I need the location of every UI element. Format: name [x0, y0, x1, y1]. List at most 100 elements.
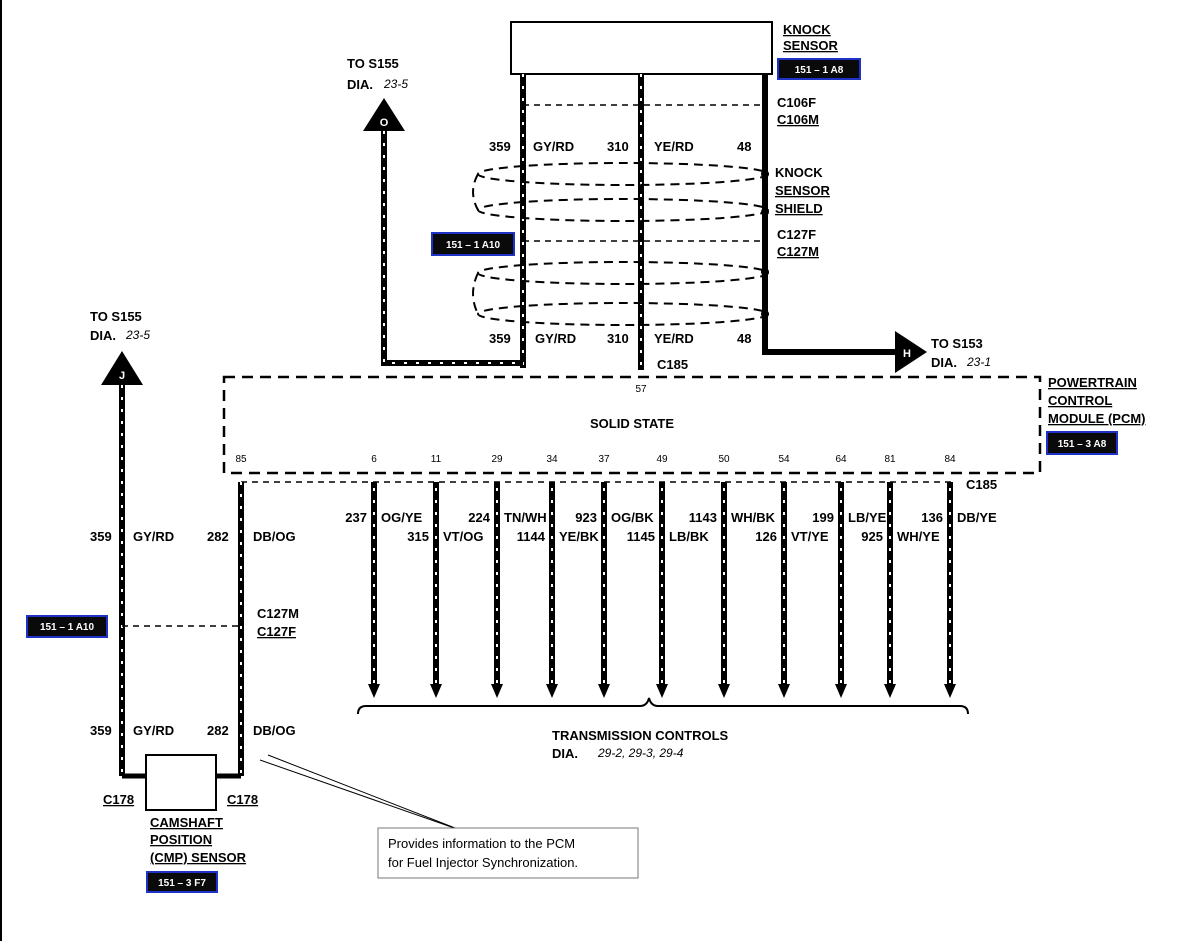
- left-wire-282-color-lower: DB/OG: [253, 723, 296, 738]
- knock-sensor-label-2: SENSOR: [783, 38, 839, 53]
- transmission-controls-dia: DIA.: [552, 746, 578, 761]
- arrow-down-icon: [546, 684, 558, 698]
- shield-upper: [472, 162, 769, 222]
- pcm-pin-64: 64: [835, 454, 847, 465]
- knock-sensor-ref-badge[interactable]: 151 – 1 A8: [777, 58, 861, 80]
- marker-j-letter: J: [119, 370, 125, 382]
- to-s155-left-dia-num: 23-5: [125, 328, 150, 342]
- left-wire-359-num: 359: [90, 529, 112, 544]
- transmission-wire-color: YE/BK: [559, 529, 599, 544]
- pcm-ref-text: 151 – 3 A8: [1058, 439, 1107, 450]
- connector-o-marker[interactable]: O: [363, 98, 405, 131]
- shield-dot: [761, 170, 769, 178]
- to-s155-top-dia-num: 23-5: [383, 77, 408, 91]
- wire-to-s153: [762, 320, 900, 355]
- wire-359-num: 359: [489, 139, 511, 154]
- cmp-label-2: POSITION: [150, 832, 212, 847]
- to-s155-left-label: TO S155: [90, 309, 142, 324]
- left-wire-282-color: DB/OG: [253, 529, 296, 544]
- ref-badge-a10-left[interactable]: 151 – 1 A10: [26, 615, 108, 638]
- arrow-down-icon: [718, 684, 730, 698]
- wire-48-num-lower: 48: [737, 331, 751, 346]
- cmp-label-1: CAMSHAFT: [150, 815, 223, 830]
- connector-j-marker[interactable]: J: [101, 351, 143, 385]
- left-wire-282-num-lower: 282: [207, 723, 229, 738]
- arrow-down-icon: [778, 684, 790, 698]
- shield-dot: [761, 310, 769, 318]
- to-s153-label: TO S153: [931, 336, 983, 351]
- cmp-sensor-box: [145, 754, 217, 811]
- transmission-wire-num: 1145: [627, 529, 655, 544]
- transmission-wire-color: DB/YE: [957, 510, 997, 525]
- transmission-wire-color: LB/YE: [848, 510, 887, 525]
- shield-lower: [472, 261, 769, 326]
- pcm-pin-29: 29: [491, 454, 503, 465]
- connector-c127m-left: C127M: [257, 606, 299, 621]
- transmission-wire-color: LB/BK: [669, 529, 709, 544]
- transmission-wire-num: 224: [468, 510, 490, 525]
- connector-h-marker[interactable]: H: [895, 331, 927, 373]
- pcm-pin-85: 85: [235, 454, 247, 465]
- pcm-label-2: CONTROL: [1048, 393, 1112, 408]
- arrow-down-icon: [598, 684, 610, 698]
- wire-48-num: 48: [737, 139, 751, 154]
- pcm-pin-34: 34: [546, 454, 558, 465]
- pcm-solid-state: SOLID STATE: [590, 416, 674, 431]
- shield-label-3: SHIELD: [775, 201, 823, 216]
- to-s153-dia-num: 23-1: [966, 355, 991, 369]
- note-line-2: for Fuel Injector Synchronization.: [388, 855, 578, 870]
- transmission-wire-num: 315: [407, 529, 429, 544]
- transmission-wire-color: TN/WH: [504, 510, 547, 525]
- connector-c185-top: C185: [657, 357, 688, 372]
- shield-dot: [761, 208, 769, 216]
- knock-sensor-wires: [520, 74, 768, 370]
- connector-c178-left: C178: [103, 792, 134, 807]
- note-box: [377, 827, 639, 879]
- pcm-pin-6: 6: [371, 454, 377, 465]
- transmission-brace: [357, 697, 969, 715]
- arrow-down-icon: [944, 684, 956, 698]
- arrow-down-icon: [491, 684, 503, 698]
- arrow-down-icon: [835, 684, 847, 698]
- transmission-wire-num: 136: [921, 510, 943, 525]
- to-s155-top-label: TO S155: [347, 56, 399, 71]
- transmission-wire-color: WH/YE: [897, 529, 940, 544]
- cmp-ref-badge[interactable]: 151 – 3 F7: [146, 871, 218, 893]
- transmission-controls-title: TRANSMISSION CONTROLS: [552, 728, 729, 743]
- knock-sensor-ref-text: 151 – 1 A8: [795, 65, 844, 76]
- transmission-wire-num: 923: [575, 510, 597, 525]
- shield-label-2: SENSOR: [775, 183, 831, 198]
- left-wire-359-num-lower: 359: [90, 723, 112, 738]
- pcm-pin-50: 50: [718, 454, 730, 465]
- transmission-wires: [368, 482, 956, 698]
- pcm-pin-84: 84: [944, 454, 956, 465]
- to-s153-dia: DIA.: [931, 355, 957, 370]
- left-wire-359-color: GY/RD: [133, 529, 174, 544]
- marker-h-letter: H: [903, 348, 911, 360]
- wire-310-color-lower: YE/RD: [654, 331, 694, 346]
- note-leader-line: [267, 754, 456, 829]
- arrow-down-icon: [430, 684, 442, 698]
- wire-to-s155-top: [381, 131, 523, 366]
- left-wire-359-color-lower: GY/RD: [133, 723, 174, 738]
- transmission-wire-num: 199: [812, 510, 834, 525]
- to-s155-top-dia: DIA.: [347, 77, 373, 92]
- cmp-label-3: (CMP) SENSOR: [150, 850, 247, 865]
- connector-c106f: C106F: [777, 95, 816, 110]
- wire-359-color: GY/RD: [533, 139, 574, 154]
- note-line-1: Provides information to the PCM: [388, 836, 575, 851]
- ref-badge-a10-top[interactable]: 151 – 1 A10: [431, 232, 515, 256]
- shield-label-1: KNOCK: [775, 165, 823, 180]
- arrow-down-icon: [368, 684, 380, 698]
- arrow-down-icon: [884, 684, 896, 698]
- ref-a10-left-text: 151 – 1 A10: [40, 622, 95, 633]
- marker-o-letter: O: [380, 117, 389, 129]
- pcm-pin-37: 37: [598, 454, 610, 465]
- wire-310-color: YE/RD: [654, 139, 694, 154]
- connector-c127m: C127M: [777, 244, 819, 259]
- pcm-pin-49: 49: [656, 454, 668, 465]
- pcm-ref-badge[interactable]: 151 – 3 A8: [1046, 431, 1118, 455]
- knock-sensor-label-1: KNOCK: [783, 22, 831, 37]
